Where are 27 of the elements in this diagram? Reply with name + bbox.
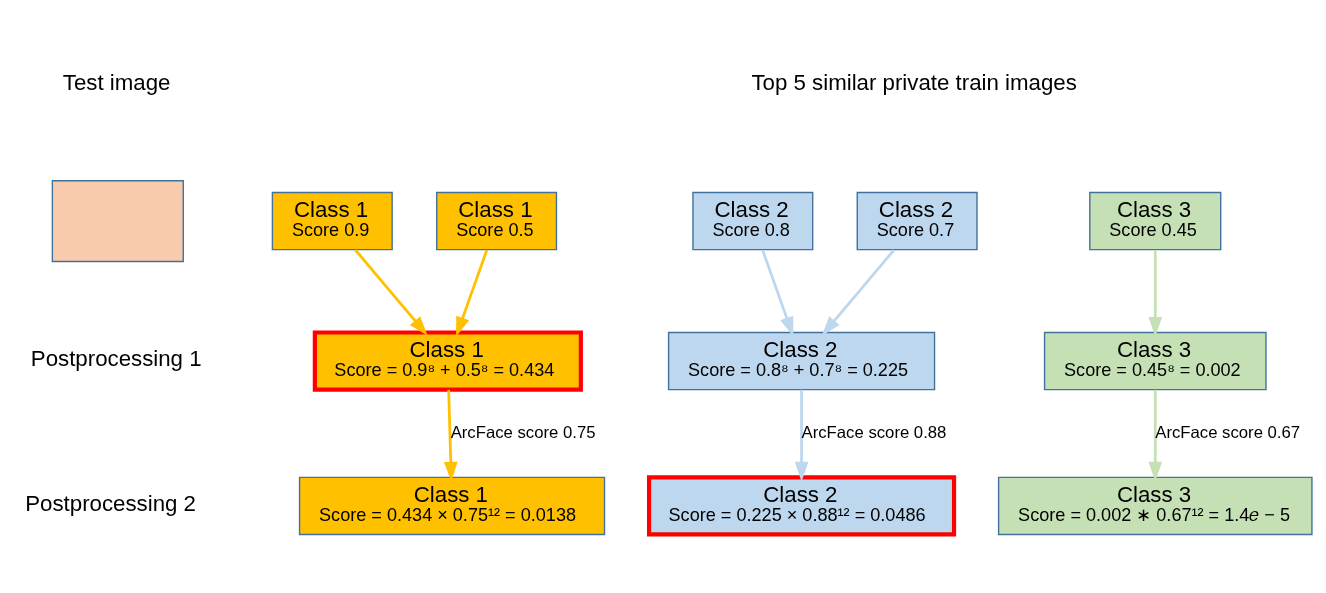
node-box: Class 2 Score 0.7	[856, 191, 978, 250]
label: Test image	[62, 69, 171, 95]
arrow	[456, 249, 489, 336]
arrow	[794, 389, 809, 481]
node-box: Class 1 Score 0.5	[436, 191, 558, 250]
node-box: Class 1 Score 0.9	[271, 191, 393, 250]
node-box: Class 3 Score = 0.45⁸ = 0.002	[1043, 331, 1267, 390]
node-box: Class 2 Score = 0.8⁸ + 0.7⁸ = 0.225	[667, 331, 936, 390]
arrow	[1148, 249, 1163, 337]
node-box: Class 1 Score = 0.9⁸ + 0.5⁸ = 0.434	[312, 329, 583, 392]
arrow	[354, 248, 428, 336]
node-box: Class 3 Score = 0.002 ∗ 0.67¹² = 1.4𝑒 − 5	[997, 476, 1313, 535]
node-box	[51, 179, 184, 262]
node-box: Class 1 Score = 0.434 × 0.75¹² = 0.0138	[298, 476, 606, 535]
arrow	[761, 249, 794, 336]
label: Top 5 similar private train images	[751, 69, 1077, 95]
edge-label: ArcFace score 0.75	[450, 422, 596, 442]
edge-label: ArcFace score 0.67	[1155, 422, 1301, 442]
node-box: Class 2 Score = 0.225 × 0.88¹² = 0.0486	[647, 474, 957, 536]
label: Postprocessing 2	[25, 490, 197, 516]
arrow	[443, 389, 458, 481]
node-box: Class 3 Score 0.45	[1089, 191, 1222, 250]
arrow	[1148, 389, 1163, 481]
label: Postprocessing 1	[30, 345, 202, 371]
arrow	[821, 248, 895, 336]
edge-label: ArcFace score 0.88	[801, 422, 947, 442]
node-box: Class 2 Score 0.8	[692, 191, 814, 250]
